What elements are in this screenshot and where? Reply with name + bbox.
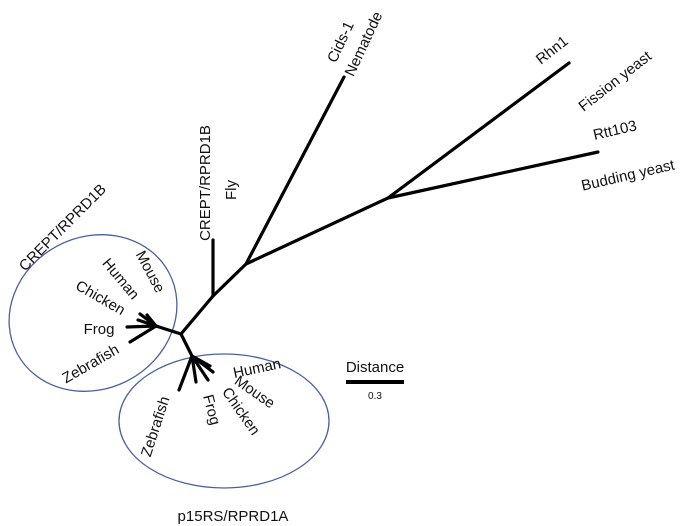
a-zebrafish-branch [177,354,194,392]
rhn1-label: Rhn1 [533,33,572,68]
rprd1a-clade-outline [118,353,330,489]
scale-title: Distance [346,359,404,376]
budding-yeast-branch [386,150,600,200]
backbone-branch [179,196,390,336]
fission-yeast-label: Fission yeast [576,47,656,115]
rprd1b-stem [154,324,183,336]
budding-yeast-label: Budding yeast [580,156,677,194]
b-frog-label: Frog [84,321,115,338]
crept-fly-label: CREPT/RPRD1B [197,125,214,241]
b-frog-branch [125,324,158,329]
rtt103-label: Rtt103 [592,117,639,144]
rprd1b-clade-outline [8,234,178,392]
a-zebrafish-label: Zebrafish [138,394,173,459]
a-frog-branch [190,354,198,384]
rprd1a-clade-label: p15RS/RPRD1A [178,508,289,525]
b-zebrafish-label: Zebrafish [59,341,122,387]
nematode-branch [244,75,346,266]
tree-branches [125,61,600,392]
a-frog-label: Frog [199,393,223,427]
scale-value: 0.3 [368,391,382,402]
rprd1b-clade-label: CREPT/RPRD1B [16,181,110,275]
rprd1a-stem [179,332,194,358]
fly-label: Fly [223,180,240,200]
a-chicken-branch [190,354,210,382]
scale-bar: Distance 0.3 [346,359,404,402]
b-zebrafish-branch [128,324,158,344]
fission-yeast-branch [386,61,571,200]
